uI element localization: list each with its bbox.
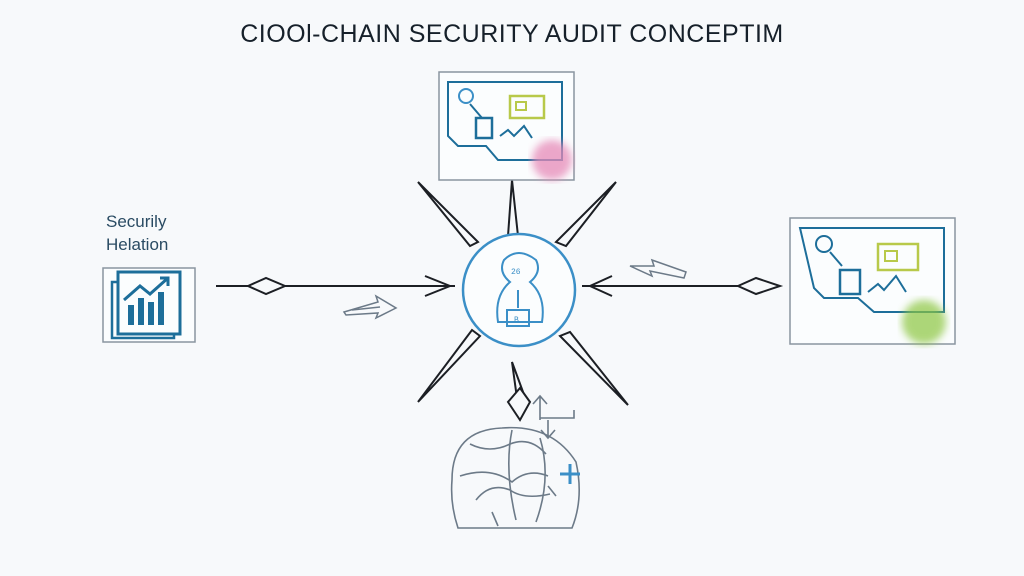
server-panel-icon-top <box>438 71 575 181</box>
globe-network-icon <box>450 426 580 529</box>
security-relation-label: Securily Helation <box>106 210 168 256</box>
center-number-top: 26 <box>511 268 521 277</box>
chart-document-icon <box>102 267 196 343</box>
sketch-up-down-arrows <box>532 394 575 440</box>
sketch-arrow-left <box>629 258 687 279</box>
sketch-arrow-right <box>342 294 398 320</box>
page-title: CIO⁠Ol-CHAIN SECURITY AUDIT CONCEPTIM <box>240 20 784 48</box>
right-arrow <box>582 275 784 297</box>
side-label-line1: Securily <box>106 212 167 231</box>
center-number-bottom: B <box>514 316 519 325</box>
diagonal-spikes <box>417 179 629 422</box>
server-panel-icon-right <box>789 217 956 345</box>
side-label-line2: Helation <box>106 235 169 254</box>
plus-icon <box>560 464 580 484</box>
security-person-icon: 26 B <box>461 232 577 348</box>
left-arrow <box>216 275 455 297</box>
